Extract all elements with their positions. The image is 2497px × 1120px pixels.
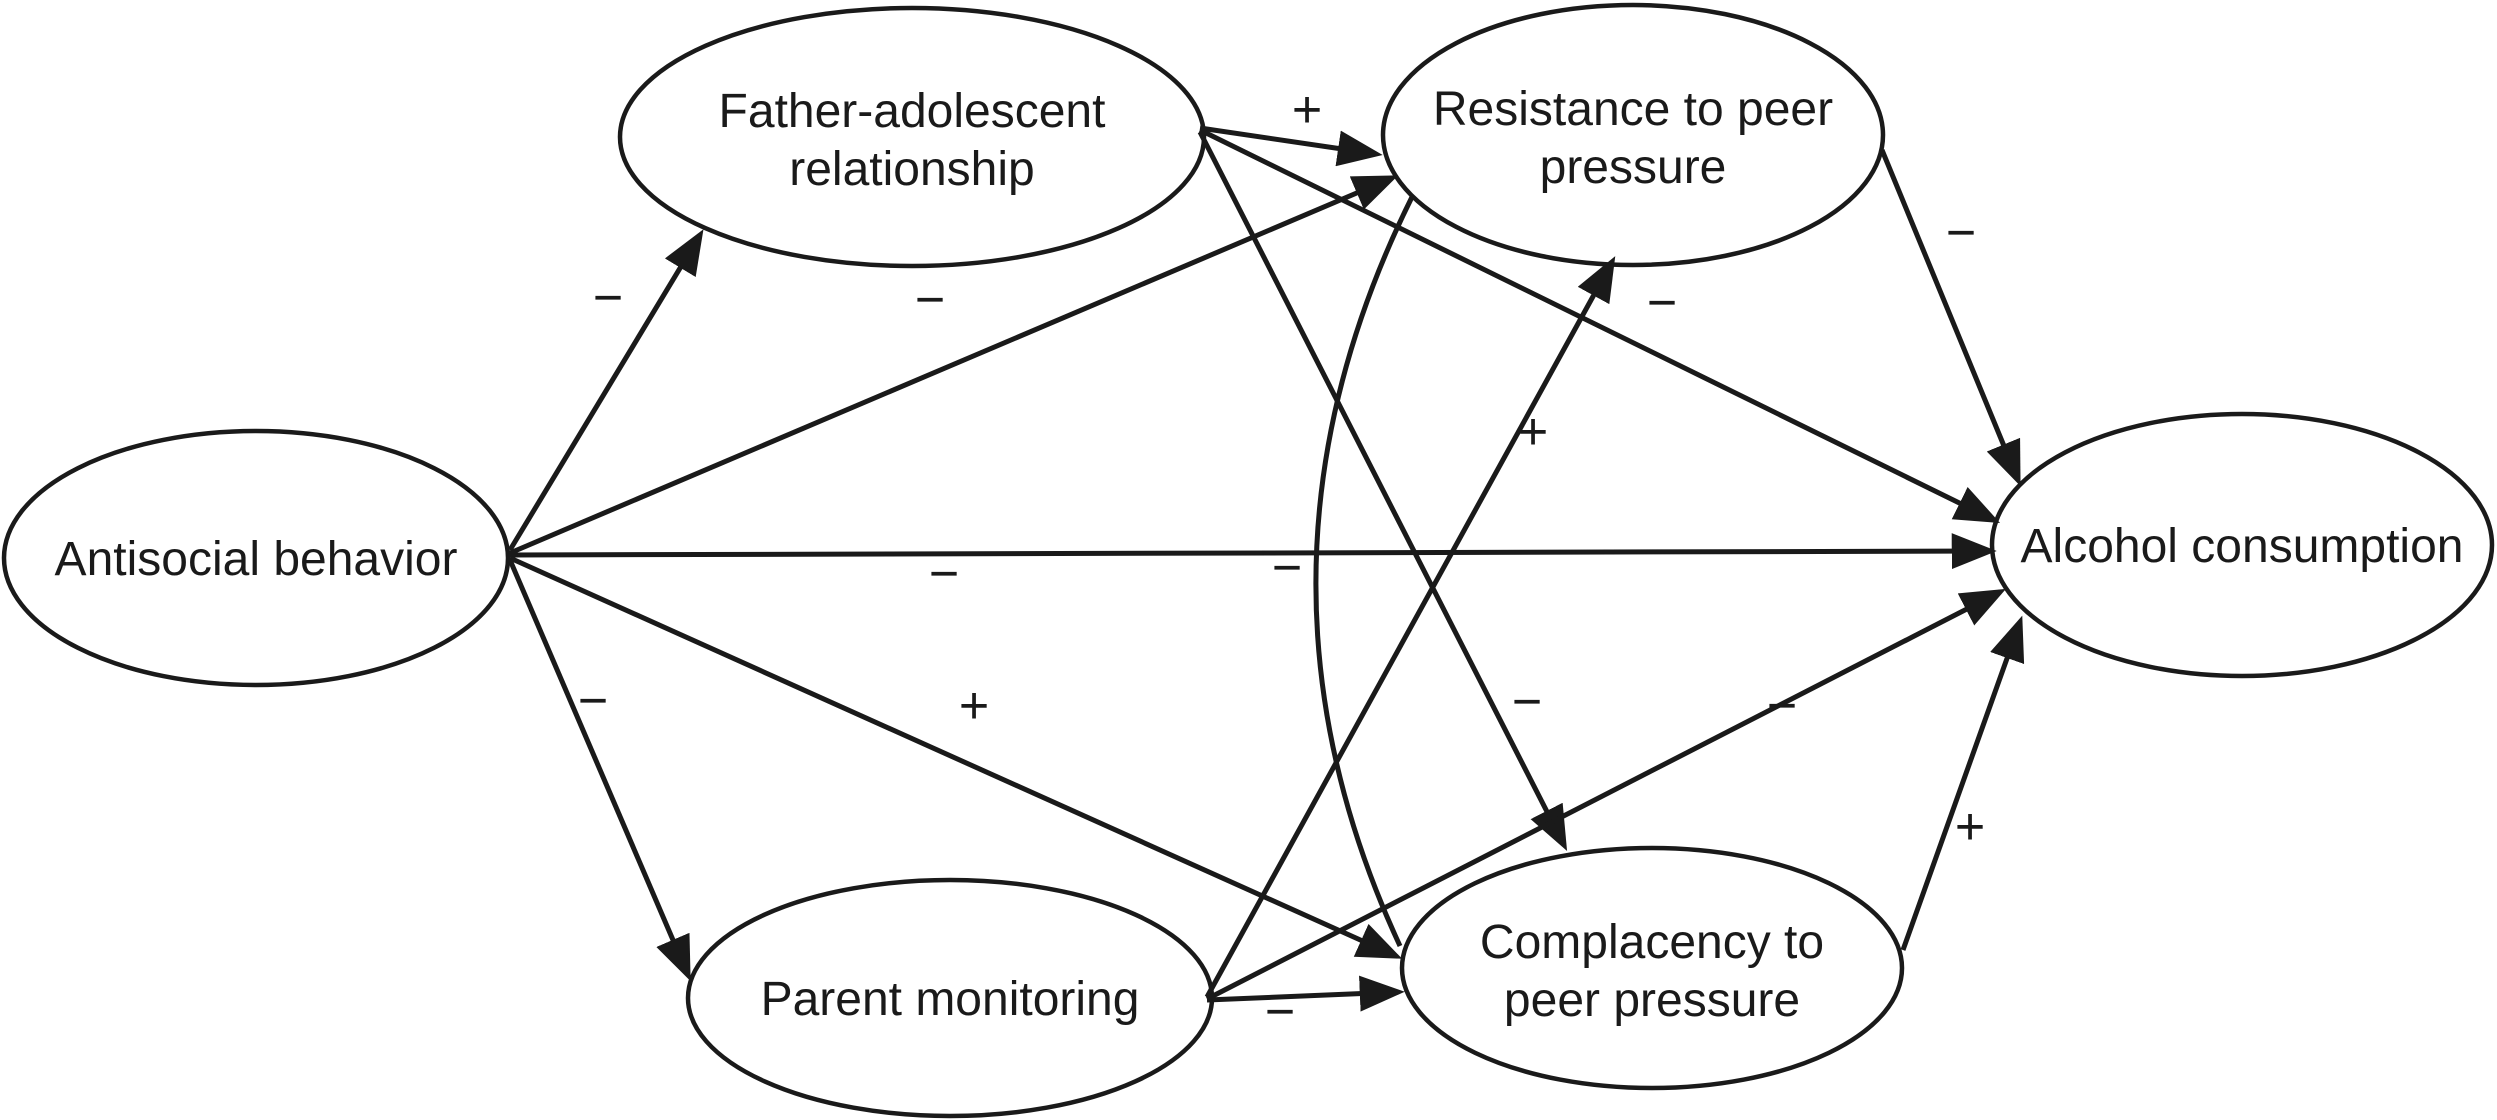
edges-layer <box>507 125 2025 1012</box>
node-ellipse-complacency <box>1399 845 1905 1091</box>
edge-sign-antisocial-to-father: − <box>593 269 623 327</box>
edge-sign-complacency-to-alcohol: + <box>1955 798 1985 856</box>
edge-sign-antisocial-to-parent: − <box>578 672 608 730</box>
edge-sign-father-to-alcohol: − <box>1647 274 1677 332</box>
node-ellipse-antisocial <box>1 428 511 688</box>
edge-antisocial-to-complacency <box>508 555 1403 959</box>
node-label-antisocial: Antisocial behavior <box>55 533 458 586</box>
edge-sign-father-to-resistance: + <box>1292 81 1322 139</box>
edge-sign-parent-to-alcohol: − <box>1767 677 1797 735</box>
edge-sign-father-to-complacency: − <box>1512 673 1542 731</box>
edge-sign-antisocial-to-resistance: − <box>915 271 945 329</box>
edge-antisocial-to-father <box>507 229 704 552</box>
edge-complacency-to-alcohol <box>1900 615 2025 951</box>
edge-sign-resistance-to-alcohol: − <box>1946 204 1976 262</box>
signs-layer: − − − + − + − − + − − − + − <box>578 81 1985 1041</box>
edge-antisocial-to-resistance <box>509 175 1399 556</box>
edge-antisocial-to-alcohol <box>509 533 1997 570</box>
node-ellipse-resistance <box>1380 2 1886 268</box>
edge-resistance-complacency-curve <box>1313 195 1415 948</box>
edge-parent-to-alcohol <box>1205 588 2007 1002</box>
edge-sign-antisocial-to-complacency: + <box>959 677 989 735</box>
node-label-parent: Parent monitoring <box>761 973 1140 1026</box>
node-label-alcohol: Alcohol consumption <box>2021 520 2464 573</box>
edge-sign-parent-to-complacency: − <box>1265 983 1295 1041</box>
edge-sign-parent-to-resistance: + <box>1518 403 1548 461</box>
edge-sign-resistance-complacency-curve: − <box>1272 539 1302 597</box>
edge-father-to-complacency <box>1197 130 1568 852</box>
edge-father-to-resistance <box>1199 125 1383 167</box>
edge-sign-antisocial-to-alcohol: − <box>929 545 959 603</box>
edge-parent-to-resistance <box>1204 256 1616 999</box>
edge-father-to-alcohol <box>1198 127 2001 523</box>
edge-antisocial-to-parent <box>507 559 691 982</box>
edge-resistance-to-alcohol <box>1879 149 2021 487</box>
edge-parent-to-complacency <box>1206 975 1405 1012</box>
